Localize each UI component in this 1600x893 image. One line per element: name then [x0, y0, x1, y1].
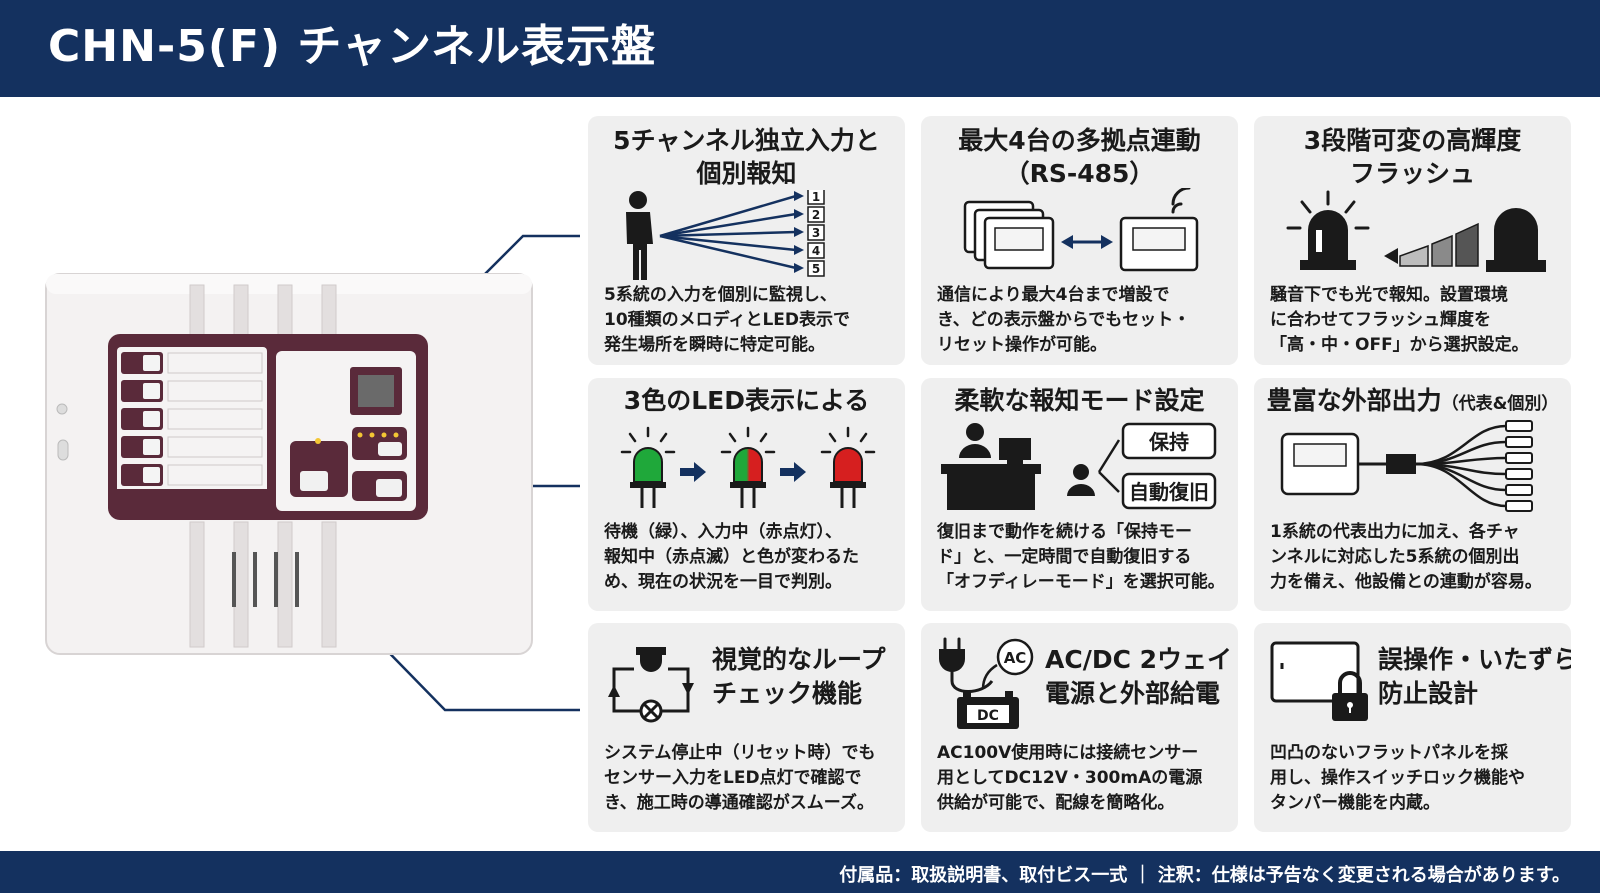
card-desc-line: 5系統の入力を個別に監視し、	[604, 285, 837, 305]
footer-bar: 付属品：取扱説明書、取付ビス一式 ｜ 注釈：仕様は予告なく変更される場合がありま…	[0, 851, 1600, 893]
card-title-line: 柔軟な報知モード設定	[954, 386, 1205, 415]
feature-card-mode: 柔軟な報知モード設定 保持 自動復旧 復旧まで動作を続ける「保持モー ド」と、一…	[921, 378, 1238, 611]
flash-levels-icon	[1286, 190, 1546, 272]
card-title-line: 視覚的なループ	[712, 645, 886, 674]
card-title-line: （RS-485）	[1004, 159, 1155, 188]
card-title-line: 防止設計	[1378, 679, 1479, 708]
channel-num: 5	[812, 262, 820, 276]
channel-num: 3	[812, 226, 820, 240]
card-desc-line: システム停止中（リセット時）でも	[604, 743, 876, 763]
mode-auto-label: 自動復旧	[1129, 480, 1209, 504]
card-desc-line: 力を備え、他設備との連動が容易。	[1270, 572, 1542, 592]
channel-num: 4	[812, 244, 820, 258]
mode-hold-label: 保持	[1148, 430, 1189, 454]
card-title-line: AC/DC 2ウェイ	[1045, 645, 1233, 674]
network-devices-icon	[963, 188, 1199, 272]
device-drawing	[45, 234, 580, 712]
feature-card-tamper: 誤操作・いたずら 防止設計 凹凸のないフラットパネルを採 用し、操作スイッチロッ…	[1254, 623, 1571, 832]
card-desc-line: き、どの表示盤からでもセット・	[937, 310, 1191, 330]
card-desc-line: 発生場所を瞬時に特定可能。	[604, 335, 825, 355]
person-channels-icon: 1 2 3 4 5	[626, 190, 825, 280]
card-desc-line: 報知中（赤点滅）と色が変わるた	[604, 547, 859, 567]
card-desc-line: 1系統の代表出力に加え、各チャ	[1270, 522, 1520, 542]
acdc-power-icon: AC DC	[939, 637, 1034, 729]
card-title-line: フラッシュ	[1349, 159, 1475, 188]
card-desc-line: 復旧まで動作を続ける「保持モー	[937, 522, 1192, 542]
card-title-line: 個別報知	[696, 159, 797, 188]
lock-panel-icon	[1270, 641, 1368, 721]
card-title-line: 3色のLED表示による	[623, 386, 870, 415]
card-title-line: 3段階可変の高輝度	[1303, 126, 1522, 155]
card-desc-line: に合わせてフラッシュ輝度を	[1270, 310, 1491, 330]
card-desc-line: 10種類のメロディとLED表示で	[604, 310, 851, 330]
page-title: CHN-5(F) チャンネル表示盤	[48, 21, 657, 72]
card-desc-line: センサー入力をLED点灯で確認で	[604, 768, 862, 788]
channel-num: 1	[812, 190, 820, 204]
loop-check-icon	[608, 647, 694, 723]
card-title-sub: （代表&個別）	[1441, 394, 1559, 414]
card-desc-line: 用し、操作スイッチロック機能や	[1270, 768, 1525, 788]
card-desc-line: 「オフディレーモード」を選択可能。	[937, 572, 1225, 592]
feature-card-flash: 3段階可変の高輝度 フラッシュ 騒音下でも光で報知。設置環境 に合わせてフラッシ…	[1254, 116, 1571, 365]
feature-card-output: 豊富な外部出力（代表&個別） 1系統の代表出力に加え、各チャ ンネルに対応した5…	[1254, 378, 1571, 611]
ac-label: AC	[1004, 649, 1027, 667]
led-colors-icon	[620, 426, 876, 508]
device-illustration	[0, 97, 580, 851]
channel-num: 2	[812, 208, 820, 222]
card-title-line: 5チャンネル独立入力と	[613, 126, 880, 155]
card-title-line: チェック機能	[712, 679, 863, 708]
feature-card-power: AC DC AC/DC 2ウェイ 電源と外部給電 AC100V使用時には接続セン…	[921, 623, 1238, 832]
card-desc-line: ド」と、一定時間で自動復旧する	[937, 547, 1192, 567]
card-desc-line: ンネルに対応した5系統の個別出	[1270, 547, 1520, 567]
card-title-line: 誤操作・いたずら	[1378, 645, 1571, 674]
card-desc-line: 供給が可能で、配線を簡略化。	[937, 793, 1175, 813]
feature-card-network: 最大4台の多拠点連動 （RS-485） 通信により最大4台まで増設で き、どの表…	[921, 116, 1238, 365]
card-desc-line: リセット操作が可能。	[937, 335, 1107, 355]
card-title-line: 電源と外部給電	[1045, 679, 1221, 708]
card-desc-line: 凹凸のないフラットパネルを採	[1270, 743, 1508, 763]
card-desc-line: 用としてDC12V・300mAの電源	[937, 768, 1203, 788]
card-desc-line: AC100V使用時には接続センサー	[937, 743, 1199, 763]
report-mode-icon: 保持 自動復旧	[941, 422, 1217, 510]
card-desc-line: 「高・中・OFF」から選択設定。	[1270, 335, 1529, 355]
card-title-line: 豊富な外部出力	[1266, 386, 1442, 415]
card-desc-line: タンパー機能を内蔵。	[1270, 793, 1440, 813]
dc-label: DC	[977, 708, 999, 724]
card-title-line: 最大4台の多拠点連動	[958, 126, 1201, 155]
external-output-icon	[1280, 420, 1533, 512]
card-desc-line: 騒音下でも光で報知。設置環境	[1270, 285, 1508, 305]
feature-card-led: 3色のLED表示による 待機（緑）、入力中（赤点灯）、 報知中（赤点滅）と色が変…	[588, 378, 905, 611]
feature-card-loop: 視覚的なループ チェック機能 システム停止中（リセット時）でも センサー入力をL…	[588, 623, 905, 832]
footer-note: 付属品：取扱説明書、取付ビス一式 ｜ 注釈：仕様は予告なく変更される場合がありま…	[839, 865, 1570, 886]
header-bar: CHN-5(F) チャンネル表示盤	[0, 0, 1600, 97]
card-desc-line: 待機（緑）、入力中（赤点灯）、	[604, 522, 842, 542]
card-desc-line: め、現在の状況を一目で判別。	[604, 572, 842, 592]
card-desc-line: き、施工時の導通確認がスムーズ。	[604, 793, 874, 813]
feature-card-channels: 5チャンネル独立入力と 個別報知 1 2 3	[588, 116, 905, 365]
card-desc-line: 通信により最大4台まで増設で	[937, 285, 1170, 305]
